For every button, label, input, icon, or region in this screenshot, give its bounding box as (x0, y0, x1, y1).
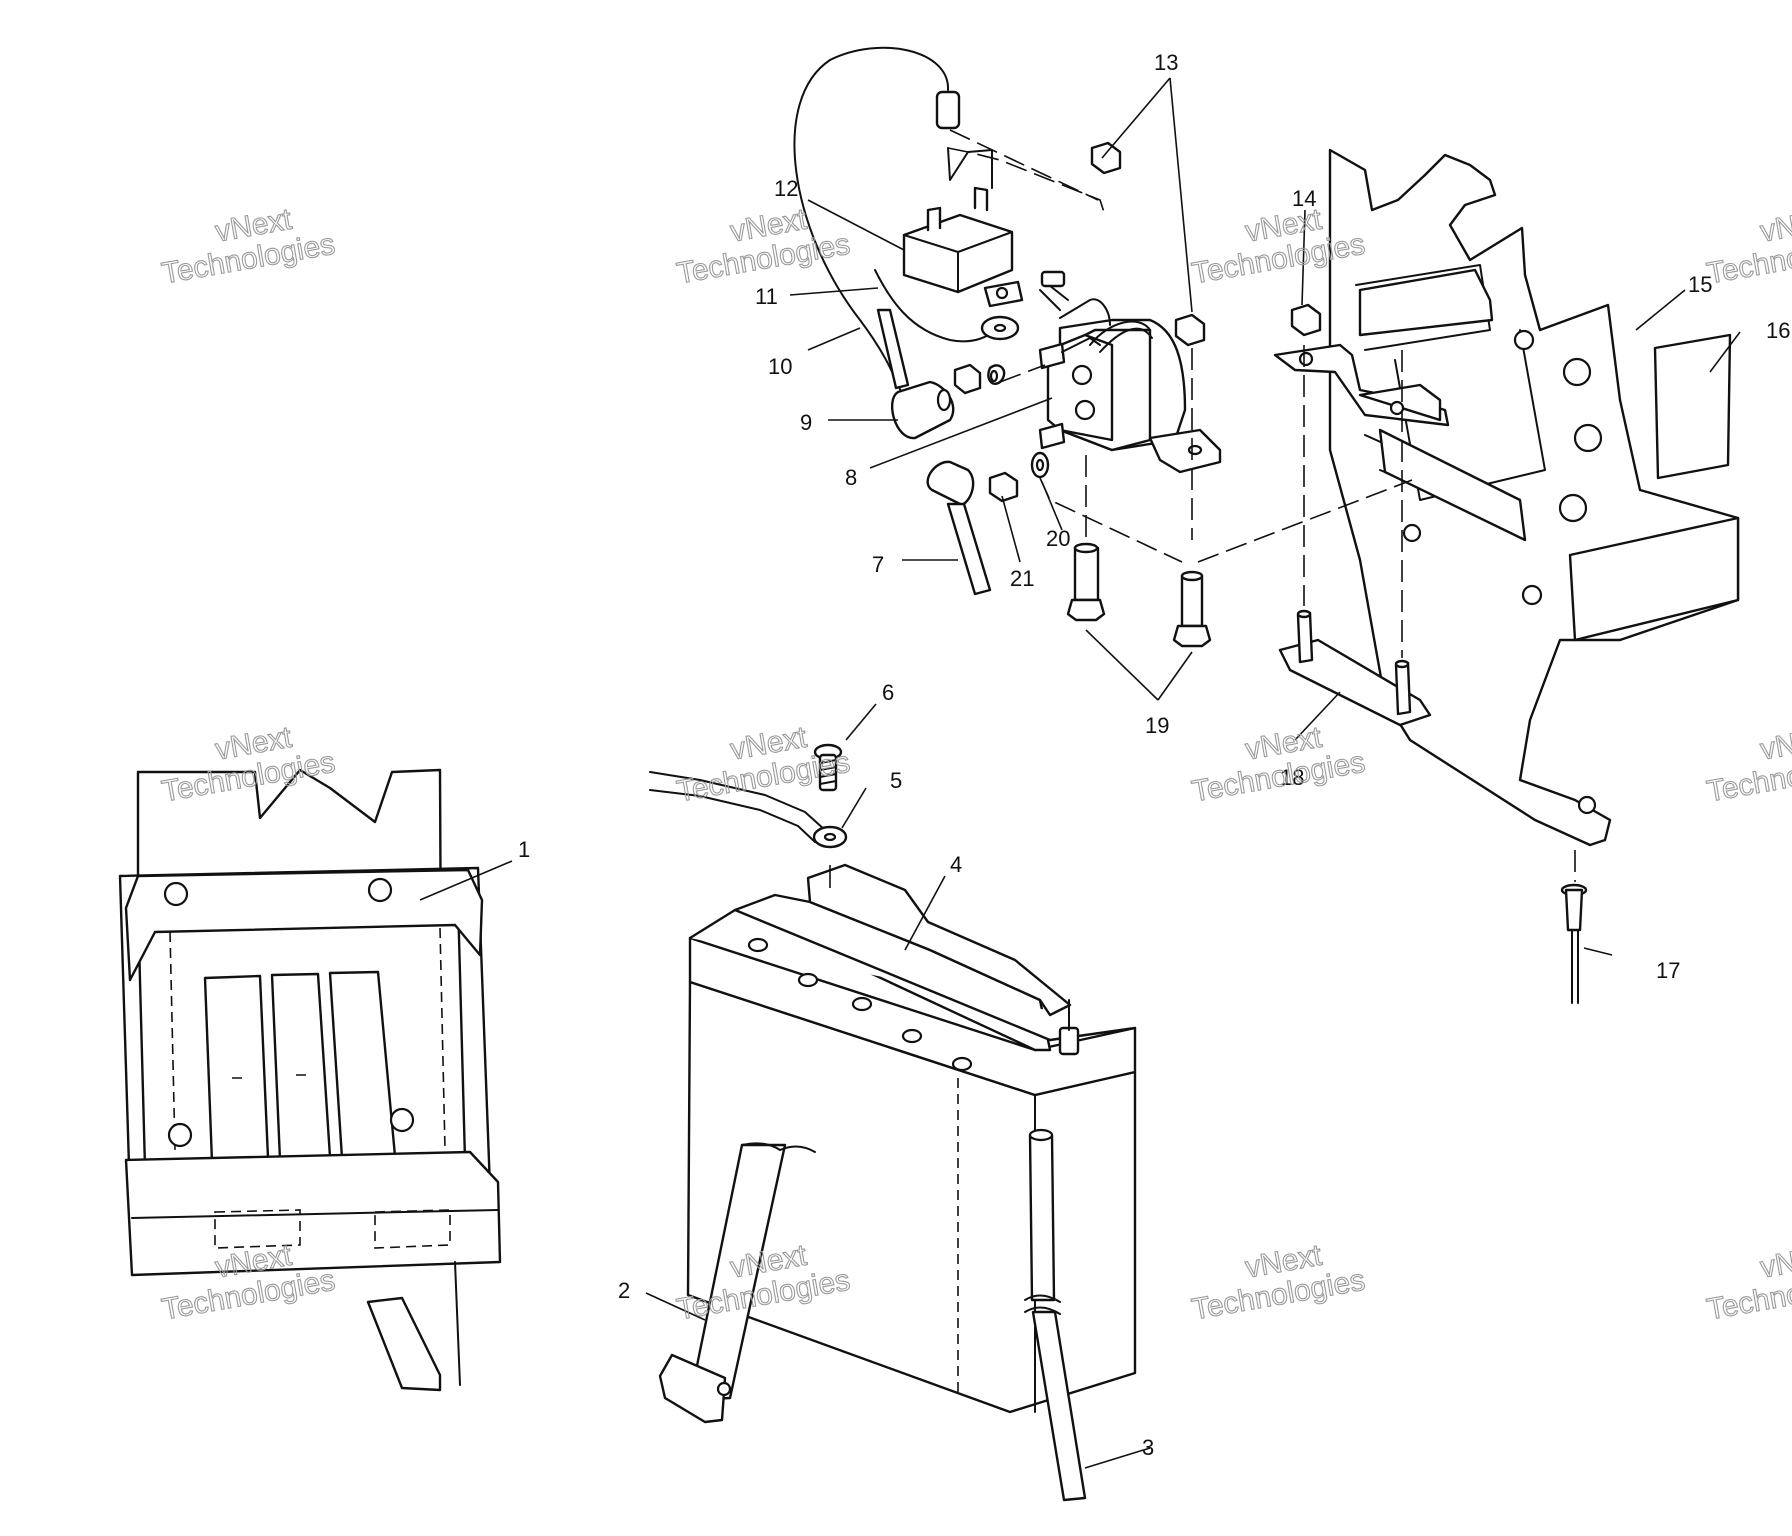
battery-terminal-bolt (1058, 999, 1080, 1056)
callout-17: 17 (1656, 958, 1680, 983)
callout-12: 12 (774, 176, 798, 201)
callout-10: 10 (768, 354, 792, 379)
watermark: vNext Technologies (1189, 720, 1368, 809)
callout-19: 19 (1145, 713, 1169, 738)
callout-16: 16 (1766, 318, 1790, 343)
callout-4: 4 (950, 852, 962, 877)
lock-washer-20 (1030, 451, 1050, 479)
callout-8: 8 (845, 465, 857, 490)
mounting-bolt-left (1066, 542, 1106, 622)
battery-strap (658, 1142, 816, 1424)
ignition-coil (902, 186, 1024, 308)
watermark: vNext Technologies (159, 202, 338, 291)
callout-1: 1 (518, 837, 530, 862)
lock-nut-upper (1090, 141, 1122, 175)
battery (686, 863, 1137, 1414)
callout-20: 20 (1046, 526, 1070, 551)
battery-vent-tube (1024, 1128, 1087, 1502)
starter-solenoid (1038, 270, 1222, 474)
callout-6: 6 (882, 680, 894, 705)
battery-positive-cable (926, 460, 992, 596)
solenoid-nut-washer-upper (953, 363, 1006, 395)
callout-labels: 1 2 3 4 5 6 7 8 9 10 11 12 13 14 15 16 1… (518, 50, 1790, 1460)
svg-text:vNext: vNext (1758, 721, 1792, 767)
watermark: vNext Technologies (1704, 202, 1792, 291)
svg-text:vNext: vNext (1758, 203, 1792, 249)
battery-box (118, 768, 502, 1392)
rivet-17 (1560, 883, 1588, 1004)
callout-9: 9 (800, 410, 812, 435)
watermark: vNext Technologies (674, 202, 853, 291)
mounting-bolt-right (1172, 570, 1212, 648)
callout-15: 15 (1688, 272, 1712, 297)
callout-5: 5 (890, 768, 902, 793)
nut-21 (988, 471, 1019, 503)
mounting-plate-18 (1278, 609, 1432, 727)
terminal-boot (876, 308, 955, 440)
battery-cable (649, 771, 848, 849)
svg-text:vNext: vNext (1758, 1239, 1792, 1285)
callout-2: 2 (618, 1278, 630, 1303)
lock-nut-14 (1290, 303, 1322, 337)
callout-7: 7 (872, 552, 884, 577)
callout-11: 11 (755, 284, 778, 309)
leader-lines (419, 77, 1741, 1469)
watermark: vNext Technologies (1704, 720, 1792, 809)
watermark: vNext Technologies (1704, 1238, 1792, 1327)
callout-18: 18 (1280, 765, 1304, 790)
ground-wire (874, 269, 1020, 343)
watermark: vNext Technologies (1189, 1238, 1368, 1327)
solenoid-mounting-bracket (1273, 148, 1740, 847)
callout-14: 14 (1292, 186, 1316, 211)
callout-21: 21 (1010, 566, 1034, 591)
callout-3: 3 (1142, 1435, 1154, 1460)
lock-nut-lower (1174, 313, 1206, 347)
callout-13: 13 (1154, 50, 1178, 75)
terminal-bolt (813, 743, 843, 792)
